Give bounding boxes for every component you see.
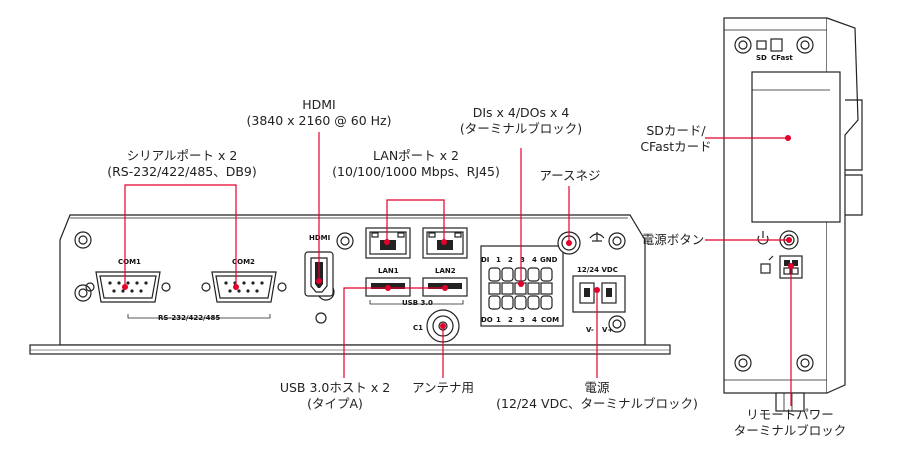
callout-usb-detail: (タイプA) xyxy=(307,396,363,411)
callout-line-usb xyxy=(343,287,445,378)
card-slot-cover xyxy=(751,71,841,223)
vminus-label: V- xyxy=(586,326,594,334)
led-hole xyxy=(315,312,327,324)
com1-label: COM1 xyxy=(118,258,141,266)
callout-dots xyxy=(122,135,794,329)
callout-dio: DIs x 4/DOs x 4 (ターミナルブロック) xyxy=(460,105,582,137)
callout-hdmi-title: HDMI xyxy=(302,97,336,112)
callout-remote-power-title: リモートパワー xyxy=(746,407,834,422)
com2-port xyxy=(201,271,287,303)
com2-label: COM2 xyxy=(232,258,255,266)
callout-usb: USB 3.0ホスト x 2 (タイプA) xyxy=(280,380,390,412)
callout-lan: LANポート x 2 (10/100/1000 Mbps、RJ45) xyxy=(332,148,500,180)
base-plate xyxy=(29,344,671,355)
callout-dio-detail: (ターミナルブロック) xyxy=(459,121,583,136)
screw-icon xyxy=(734,36,752,54)
power-symbol-icon xyxy=(757,231,769,245)
callout-antenna: アンテナ用 xyxy=(412,380,474,396)
screw-icon xyxy=(796,36,814,54)
callout-usb-title: USB 3.0ホスト x 2 xyxy=(279,380,391,395)
screw-icon xyxy=(608,315,626,333)
do-num-4: 4 xyxy=(532,316,537,324)
callout-serial: シリアルポート x 2 (RS-232/422/485、DB9) xyxy=(107,148,257,180)
callout-line-serial xyxy=(124,184,237,287)
gnd-label: GND xyxy=(540,256,558,264)
lan1-label: LAN1 xyxy=(378,267,399,275)
di-num-3: 3 xyxy=(520,256,525,264)
callout-serial-title: シリアルポート x 2 xyxy=(126,148,238,163)
callout-power-button-title: 電源ボタン xyxy=(641,232,705,247)
callout-line-lan xyxy=(386,199,445,242)
power-terminal-block xyxy=(572,275,626,313)
di-num-4: 4 xyxy=(532,256,537,264)
c1-label: C1 xyxy=(413,324,423,332)
screw-icon xyxy=(74,284,92,302)
callout-lan-detail: (10/100/1000 Mbps、RJ45) xyxy=(332,164,500,179)
callout-power-title: 電源 xyxy=(584,380,610,395)
callout-lan-title: LANポート x 2 xyxy=(373,148,459,163)
cfast-label: CFast xyxy=(771,54,793,62)
vdc-label: 12/24 VDC xyxy=(577,266,618,274)
do-num-1: 1 xyxy=(496,316,501,324)
callout-lines xyxy=(124,132,792,406)
callout-dio-title: DIs x 4/DOs x 4 xyxy=(472,105,570,120)
usb30-label: USB 3.0 xyxy=(402,299,433,307)
di-num-1: 1 xyxy=(496,256,501,264)
callout-serial-detail: (RS-232/422/485、DB9) xyxy=(107,164,257,179)
com-label: COM xyxy=(541,316,559,324)
callout-remote-power-detail: ターミナルブロック xyxy=(733,423,847,438)
callout-power-detail: (12/24 VDC、ターミナルブロック) xyxy=(496,396,698,411)
hdmi-label: HDMI xyxy=(309,234,330,242)
do-label: DO xyxy=(481,316,493,324)
cfast-slot-icon xyxy=(770,38,783,52)
screw-icon xyxy=(796,354,814,372)
callout-ground-title: アースネジ xyxy=(539,168,601,183)
callout-power-button: 電源ボタン xyxy=(642,232,705,248)
sd-label: SD xyxy=(756,54,767,62)
di-label: DI xyxy=(481,256,489,264)
screw-icon xyxy=(74,231,92,249)
callout-ground: アースネジ xyxy=(539,168,600,184)
side-panel xyxy=(723,17,863,412)
do-num-3: 3 xyxy=(520,316,525,324)
sd-slot-icon xyxy=(756,40,767,50)
remote-cable xyxy=(775,392,805,412)
di-num-2: 2 xyxy=(508,256,513,264)
dio-terminal-block xyxy=(480,245,564,327)
callout-storage-title: SDカード/ xyxy=(646,123,706,138)
callout-antenna-title: アンテナ用 xyxy=(411,380,475,395)
remote-power-symbol-icon xyxy=(760,255,774,274)
callout-hdmi-detail: (3840 x 2160 @ 60 Hz) xyxy=(246,113,392,128)
screw-icon xyxy=(608,232,626,250)
screw-icon xyxy=(734,354,752,372)
lan2-label: LAN2 xyxy=(435,267,456,275)
callout-storage: SDカード/ CFastカード xyxy=(640,123,711,155)
callout-remote-power: リモートパワー ターミナルブロック xyxy=(734,407,847,439)
callout-power: 電源 (12/24 VDC、ターミナルブロック) xyxy=(496,380,698,412)
vplus-label: V+ xyxy=(602,326,613,334)
ground-symbol-icon xyxy=(589,232,605,242)
callout-hdmi: HDMI (3840 x 2160 @ 60 Hz) xyxy=(246,97,391,129)
do-num-2: 2 xyxy=(508,316,513,324)
screw-icon xyxy=(336,232,354,250)
rs-label: RS-232/422/485 xyxy=(158,314,220,322)
callout-storage-detail: CFastカード xyxy=(640,139,712,154)
